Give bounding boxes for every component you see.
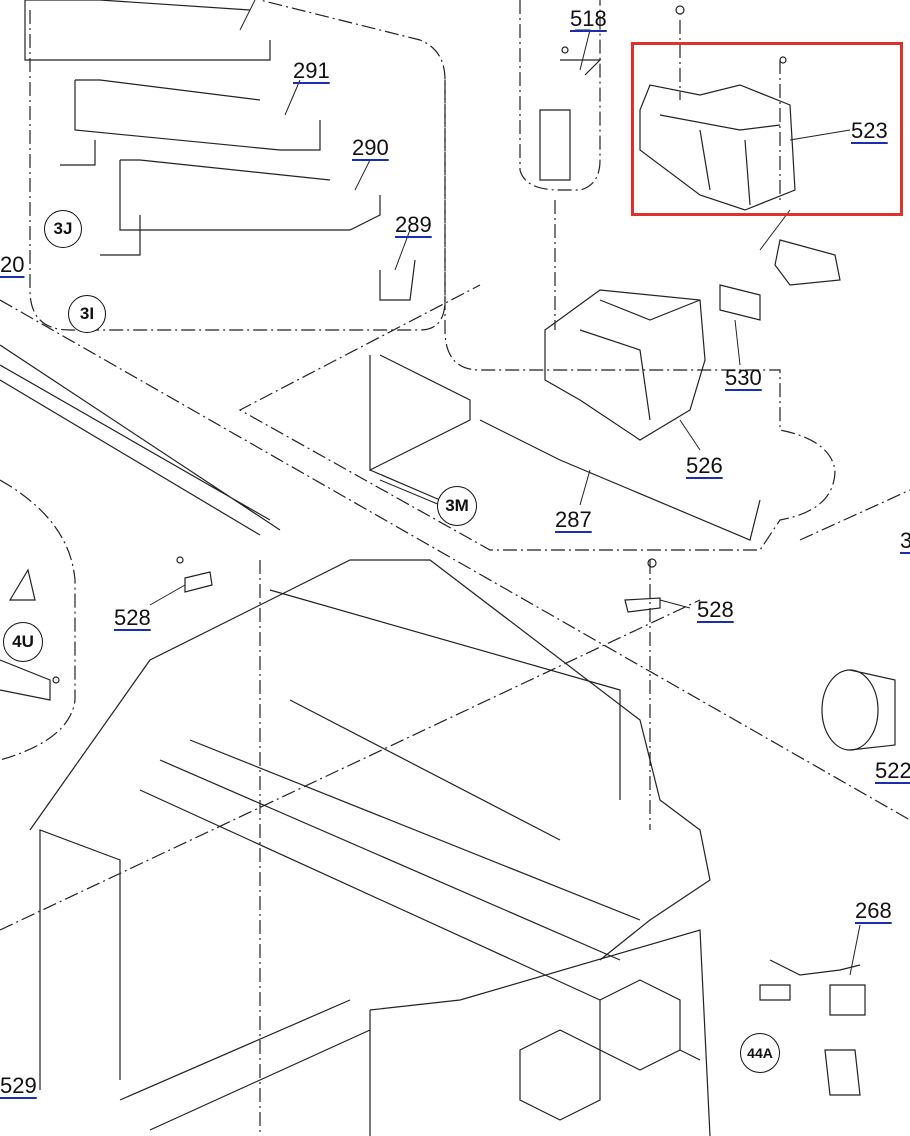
main-frame (29, 559, 711, 1136)
part-number-3[interactable]: 3 (900, 528, 910, 553)
part-number-291[interactable]: 291 (293, 58, 330, 83)
bracket (774, 239, 841, 286)
rail (0, 344, 281, 536)
reference-3I[interactable]: 3I (68, 295, 106, 333)
part-number-20[interactable]: 20 (0, 252, 25, 277)
part-number-518[interactable]: 518 (570, 6, 607, 31)
part-number-530[interactable]: 530 (725, 365, 762, 390)
connector (824, 1049, 861, 1096)
part-number-523[interactable]: 523 (851, 118, 888, 143)
part-number-528[interactable]: 528 (114, 605, 151, 630)
motor-522 (821, 669, 896, 751)
part-number-522[interactable]: 522 (875, 758, 910, 783)
part-number-268[interactable]: 268 (855, 898, 892, 923)
harness-268 (759, 959, 866, 1016)
screws (52, 5, 787, 684)
part-number-287[interactable]: 287 (555, 507, 592, 532)
part-number-290[interactable]: 290 (352, 135, 389, 160)
triangle-part (8, 568, 36, 601)
reference-4U[interactable]: 4U (3, 622, 43, 662)
bracket-518 (539, 59, 602, 181)
leader-lines (149, 0, 861, 976)
part-number-526[interactable]: 526 (686, 453, 723, 478)
brackets-528 (184, 571, 661, 613)
reference-44A[interactable]: 44A (740, 1033, 780, 1073)
part-523-housing (639, 84, 796, 211)
flat-cables (24, 0, 761, 541)
reference-3J[interactable]: 3J (44, 210, 82, 248)
part-526-assembly (544, 289, 706, 441)
part-number-289[interactable]: 289 (395, 212, 432, 237)
part-number-528[interactable]: 528 (697, 597, 734, 622)
part-number-529[interactable]: 529 (0, 1073, 37, 1098)
plate (0, 659, 51, 701)
board-530 (719, 284, 761, 321)
highlight-box-523 (631, 42, 903, 216)
reference-3M[interactable]: 3M (437, 486, 477, 526)
